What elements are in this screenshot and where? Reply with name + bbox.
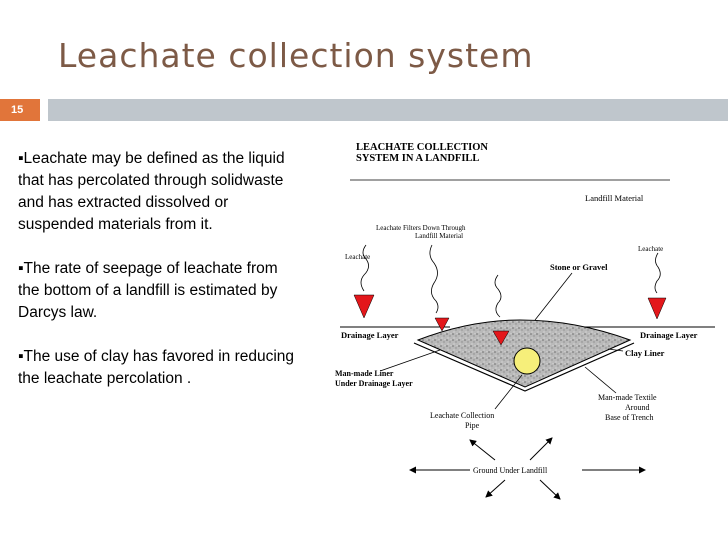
slide-title: Leachate collection system [58,36,534,75]
label-leachate-left: Leachate [345,253,370,261]
flow-line-left [360,244,369,292]
label-clay-liner: Clay Liner [625,348,665,358]
leachate-drop-mid1 [434,317,450,332]
label-stone-gravel: Stone or Gravel [550,262,608,272]
header-bar [48,99,728,121]
page-number: 15 [0,99,40,121]
ground-arrow-downright [539,479,561,500]
label-ground: Ground Under Landfill [473,466,548,475]
ground-arrow-downleft [485,479,506,498]
label-landfill-material: Landfill Material [585,193,644,203]
label-drainage-right: Drainage Layer [640,330,698,340]
label-textile-line3: Base of Trench [605,413,653,422]
collection-pipe [513,347,541,375]
leachate-drop-mid2 [492,330,510,346]
flow-line-right [654,252,661,294]
ground-arrow-upright [529,437,553,461]
leader-liner [379,349,441,372]
label-liner-line1: Man-made Liner [335,369,394,378]
label-pipe-line1: Leachate Collection [430,411,494,420]
flow-line-mid1 [429,244,439,314]
label-drainage-left: Drainage Layer [341,330,399,340]
clay-liner-line [413,342,635,392]
bullet-list: ▪Leachate may be defined as the liquid t… [18,148,358,390]
leachate-drop-left [353,294,375,319]
bullet-seepage-rate: ▪The rate of seepage of leachate from th… [18,260,278,321]
label-liner-line2: Under Drainage Layer [335,379,413,388]
leachate-drop-right [647,297,667,320]
leader-pipe [494,374,523,410]
label-filters-line2: Landfill Material [415,232,463,240]
diagram-heading-line1: LEACHATE COLLECTION [356,142,488,153]
label-textile-line2: Around [625,403,649,412]
label-textile-line1: Man-made Textile [598,393,657,402]
leachate-diagram: LEACHATE COLLECTION SYSTEM IN A LANDFILL… [335,142,715,500]
leader-textile [584,366,617,394]
leader-clay [607,348,624,352]
flow-line-mid2 [494,274,502,318]
bullet-leachate-definition: ▪Leachate may be defined as the liquid t… [18,150,285,233]
leader-stone [534,272,573,321]
bullet-clay-use: ▪The use of clay has favored in reducing… [18,348,295,387]
diagram-heading-line2: SYSTEM IN A LANDFILL [356,153,479,164]
label-filters-line1: Leachate Filters Down Through [376,224,466,232]
ground-arrow-upleft [469,439,496,461]
label-pipe-line2: Pipe [465,421,480,430]
label-leachate-right: Leachate [638,245,663,253]
